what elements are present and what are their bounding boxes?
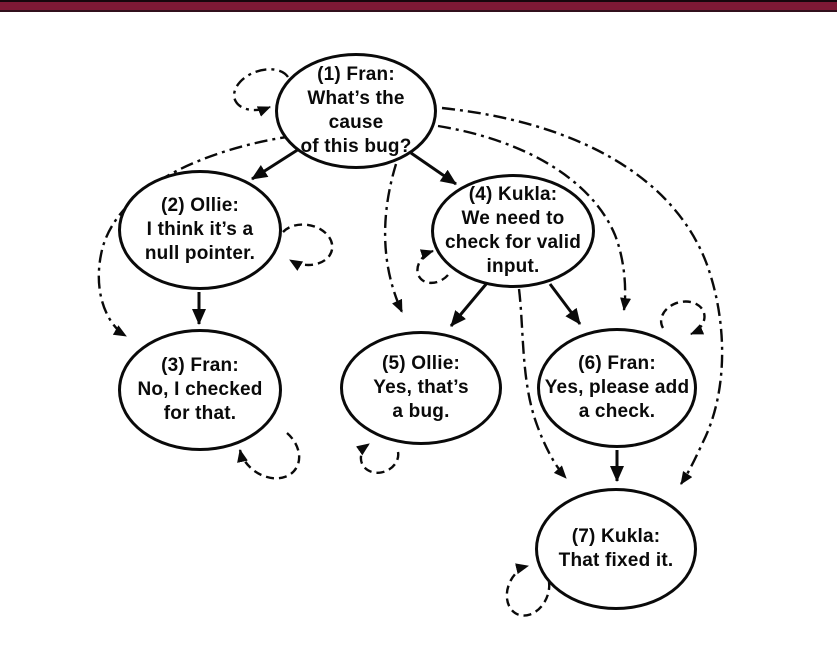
- node-5-ollie: (5) Ollie: Yes, that’s a bug.: [340, 331, 502, 445]
- self-loop-node-1: [232, 68, 289, 117]
- node-3-label: (3) Fran: No, I checked for that.: [137, 355, 263, 424]
- self-loop-node-4: [416, 249, 449, 285]
- node-4-kukla: (4) Kukla: We need to check for valid in…: [431, 174, 595, 288]
- node-1-label: (1) Fran: What’s the cause of this bug?: [300, 64, 412, 157]
- edge-1-to-2: [251, 147, 300, 181]
- node-2-label: (2) Ollie: I think it’s a null pointer.: [144, 195, 256, 264]
- node-7-label: (7) Kukla: That fixed it.: [558, 526, 674, 571]
- self-loop-node-5: [356, 443, 400, 474]
- self-loop-node-6: [659, 300, 706, 336]
- self-loop-node-7: [505, 563, 551, 617]
- edge-1-to-5: [383, 163, 404, 313]
- node-1-fran: (1) Fran: What’s the cause of this bug?: [275, 53, 437, 169]
- edge-1-to-4: [410, 151, 457, 186]
- edge-1-to-3: [97, 134, 294, 338]
- edge-4-to-6: [548, 283, 582, 325]
- self-loop-node-3: [237, 432, 301, 480]
- node-4-label: (4) Kukla: We need to check for valid in…: [444, 184, 582, 277]
- edge-4-to-7: [517, 288, 567, 479]
- node-3-fran: (3) Fran: No, I checked for that.: [118, 329, 282, 451]
- node-5-label: (5) Ollie: Yes, that’s a bug.: [373, 353, 469, 422]
- edge-4-to-5: [449, 282, 489, 327]
- page-top-rule: [0, 0, 837, 12]
- node-2-ollie: (2) Ollie: I think it’s a null pointer.: [118, 170, 282, 290]
- node-7-kukla: (7) Kukla: That fixed it.: [535, 488, 697, 610]
- self-loop-node-2: [282, 223, 334, 271]
- node-6-fran: (6) Fran: Yes, please add a check.: [537, 328, 697, 448]
- node-6-label: (6) Fran: Yes, please add a check.: [544, 353, 690, 422]
- edge-1-to-7: [441, 106, 724, 485]
- edge-1-to-6: [437, 124, 632, 311]
